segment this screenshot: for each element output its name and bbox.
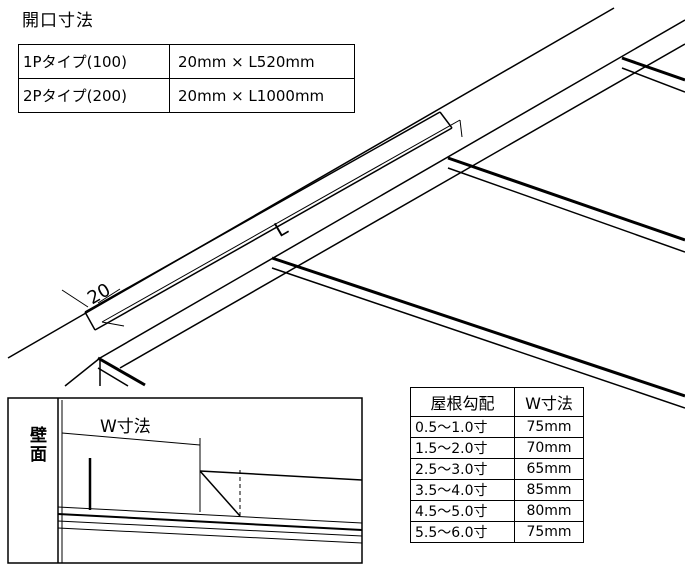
pitch-cell: 4.5〜5.0寸 <box>410 500 515 522</box>
length-label: L <box>270 215 292 242</box>
w-cell: 75mm <box>514 521 584 543</box>
opening-table: 1Pタイプ(100) 20mm × L520mm 2Pタイプ(200) 20mm… <box>18 44 355 113</box>
w-cell: 85mm <box>514 479 584 501</box>
pitch-cell: 5.5〜6.0寸 <box>410 521 515 543</box>
wall-label-1: 壁 <box>30 425 47 446</box>
opening-size: 20mm × L1000mm <box>169 78 355 113</box>
pitch-header: 屋根勾配 <box>410 387 515 417</box>
w-cell: 70mm <box>514 437 584 459</box>
pitch-cell: 2.5〜3.0寸 <box>410 458 515 480</box>
opening-title: 開口寸法 <box>22 11 94 31</box>
opening-size: 20mm × L520mm <box>169 44 355 79</box>
opening-type: 2Pタイプ(200) <box>18 78 170 113</box>
table-header-row: 屋根勾配 W寸法 <box>410 387 584 417</box>
opening-type: 1Pタイプ(100) <box>18 44 170 79</box>
w-dimension-label: W寸法 <box>100 417 151 437</box>
w-header: W寸法 <box>514 387 584 417</box>
w-cell: 75mm <box>514 416 584 438</box>
w-cell: 65mm <box>514 458 584 480</box>
table-row: 1Pタイプ(100) 20mm × L520mm <box>18 44 355 79</box>
wall-label-2: 面 <box>30 445 47 465</box>
pitch-cell: 1.5〜2.0寸 <box>410 437 515 459</box>
pitch-cell: 3.5〜4.0寸 <box>410 479 515 501</box>
table-row: 2Pタイプ(200) 20mm × L1000mm <box>18 78 355 113</box>
pitch-cell: 0.5〜1.0寸 <box>410 416 515 438</box>
w-cell: 80mm <box>514 500 584 522</box>
width-label: 20 <box>84 279 114 309</box>
